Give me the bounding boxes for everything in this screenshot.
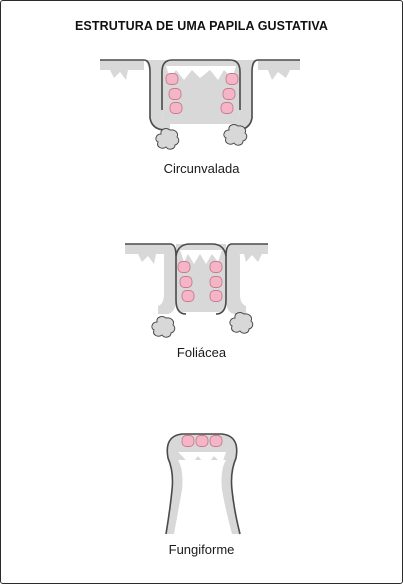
fungiforme-papilla: [165, 433, 241, 535]
taste-bud: [169, 102, 183, 114]
fungiforme-core-texture: [178, 452, 226, 466]
serous-gland-right: [223, 124, 248, 146]
foliacea-core-outline: [175, 243, 227, 257]
taste-bud: [209, 276, 223, 288]
taste-bud: [168, 88, 182, 100]
taste-bud: [165, 73, 179, 85]
circunvalada-core-texture: [166, 66, 236, 80]
foliacea-fold-right: [226, 244, 246, 314]
taste-bud: [209, 435, 223, 447]
figure-title: ESTRUTURA DE UMA PAPILA GUSTATIVA: [74, 19, 329, 33]
taste-bud: [222, 88, 236, 100]
taste-bud: [181, 435, 195, 447]
foliacea-surface-right: [232, 244, 268, 262]
foliacea-papilla: [125, 243, 268, 338]
circunvalada-papilla: [100, 59, 300, 150]
fungiforme-outline: [165, 433, 241, 535]
label-foliacea: Foliácea: [176, 345, 227, 360]
taste-bud: [209, 290, 223, 302]
taste-bud: [179, 276, 193, 288]
fungiforme-body: [166, 434, 240, 534]
foliacea-fold-left: [158, 244, 176, 314]
serous-gland-left: [151, 316, 176, 338]
label-circunvalada: Circunvalada: [163, 161, 240, 176]
taste-bud: [209, 261, 223, 273]
serous-gland-right: [229, 312, 254, 334]
taste-bud: [181, 290, 195, 302]
foliacea-surface-left: [125, 244, 170, 264]
taste-bud: [195, 435, 209, 447]
serous-gland-left: [155, 128, 180, 150]
circunvalada-surface-right: [258, 60, 300, 80]
foliacea-core-texture: [180, 250, 222, 264]
circunvalada-core-outline: [161, 59, 241, 110]
taste-bud: [220, 102, 234, 114]
label-fungiforme: Fungiforme: [168, 542, 235, 557]
taste-bud: [225, 73, 239, 85]
taste-bud: [177, 261, 191, 273]
circunvalada-surface-left: [100, 60, 144, 80]
